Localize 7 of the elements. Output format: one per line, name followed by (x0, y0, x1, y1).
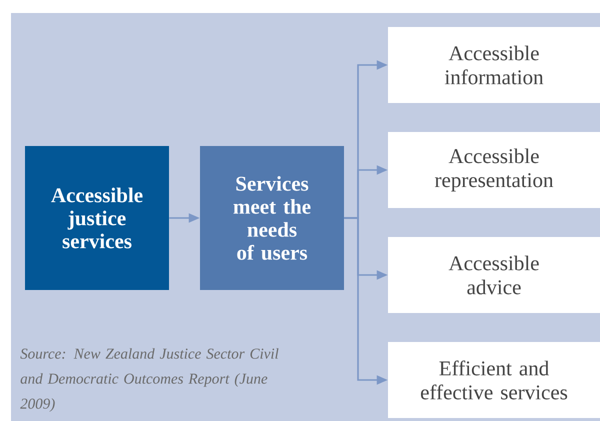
outcome-box: Accessible information (388, 27, 600, 103)
source-note: Source: New Zealand Justice Sector Civil and Democratic Outcomes Report (June 2009) (20, 348, 278, 412)
outcome-box: Efficient and effective services (388, 342, 600, 418)
process-box: Services meet the needs of users (200, 146, 344, 290)
process-box: Accessible justice services (25, 146, 169, 290)
outcome-box: Accessible advice (388, 237, 600, 313)
outcome-box: Accessible representation (388, 132, 600, 208)
